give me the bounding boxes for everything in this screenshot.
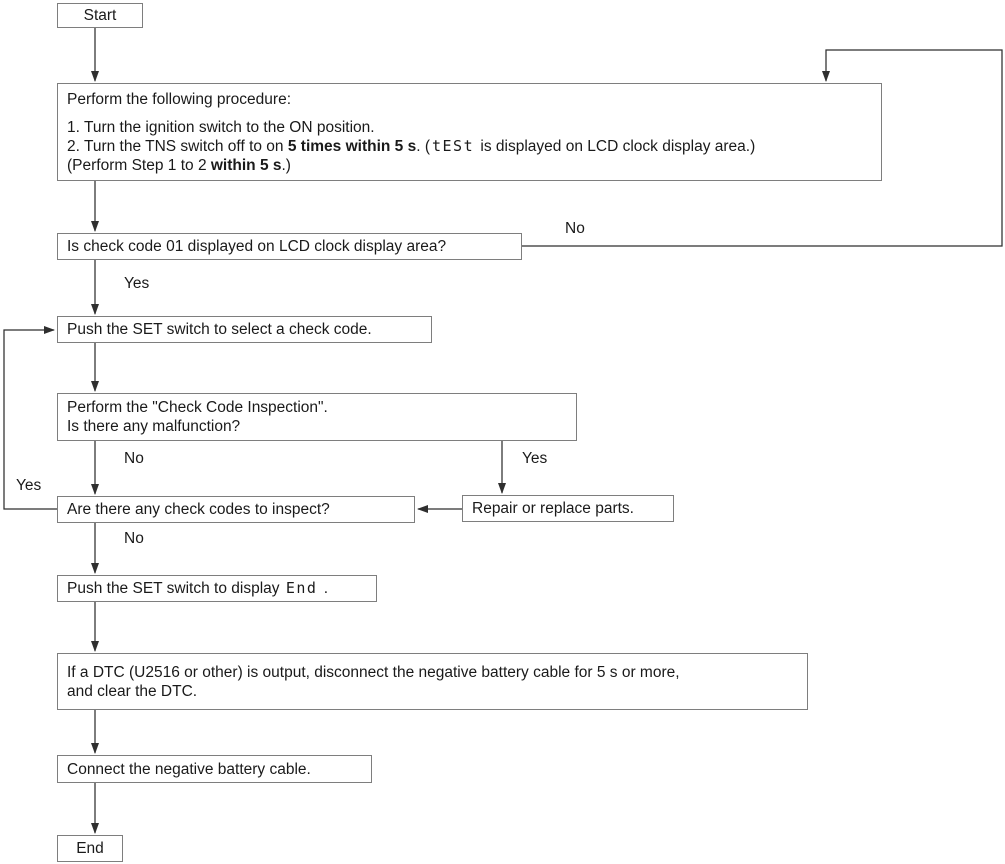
flow-box-any-check-codes: Are there any check codes to inspect? bbox=[57, 496, 415, 523]
dtc-line2: and clear the DTC. bbox=[67, 682, 198, 700]
flow-box-end: End bbox=[57, 835, 123, 862]
lcd-end-text: End bbox=[285, 579, 318, 597]
flow-box-start: Start bbox=[57, 3, 143, 28]
inspection-line2: Is there any malfunction? bbox=[67, 418, 241, 435]
flow-box-push-set-select: Push the SET switch to select a check co… bbox=[57, 316, 432, 343]
flow-box-repair: Repair or replace parts. bbox=[462, 495, 674, 522]
dtc-line1: If a DTC (U2516 or other) is output, dis… bbox=[67, 663, 680, 681]
check-code-01-label: Is check code 01 displayed on LCD clock … bbox=[67, 238, 447, 255]
edge-label-no-top: No bbox=[563, 219, 587, 238]
any-check-codes-label: Are there any check codes to inspect? bbox=[67, 501, 330, 518]
flow-box-procedure: Perform the following procedure: 1. Turn… bbox=[57, 83, 882, 181]
procedure-line4: (Perform Step 1 to 2 within 5 s.) bbox=[67, 156, 291, 174]
flow-box-push-set-end: Push the SET switch to display End . bbox=[57, 575, 377, 602]
inspection-line1: Perform the "Check Code Inspection". bbox=[67, 399, 328, 416]
flow-box-inspection: Perform the "Check Code Inspection". Is … bbox=[57, 393, 577, 441]
repair-label: Repair or replace parts. bbox=[472, 500, 634, 517]
edge-label-yes-top: Yes bbox=[122, 274, 152, 293]
push-set-end-label: Push the SET switch to display End . bbox=[67, 579, 329, 597]
end-label: End bbox=[76, 840, 104, 857]
flow-box-dtc-clear: If a DTC (U2516 or other) is output, dis… bbox=[57, 653, 808, 710]
edge-label-no-mid: No bbox=[122, 449, 146, 468]
edge-label-no-bottom: No bbox=[122, 529, 146, 548]
procedure-line2: 1. Turn the ignition switch to the ON po… bbox=[67, 118, 375, 136]
procedure-line1: Perform the following procedure: bbox=[67, 90, 292, 108]
connect-battery-label: Connect the negative battery cable. bbox=[67, 760, 311, 778]
flow-box-check-code-01: Is check code 01 displayed on LCD clock … bbox=[57, 233, 522, 260]
edge-label-yes-repair: Yes bbox=[520, 449, 550, 468]
push-set-select-label: Push the SET switch to select a check co… bbox=[67, 321, 372, 338]
start-label: Start bbox=[83, 7, 117, 24]
edge-label-yes-loop: Yes bbox=[14, 476, 44, 495]
lcd-test-text: tESt bbox=[432, 136, 475, 155]
flow-box-connect-battery: Connect the negative battery cable. bbox=[57, 755, 372, 783]
procedure-line3: 2. Turn the TNS switch off to on 5 times… bbox=[67, 136, 756, 155]
